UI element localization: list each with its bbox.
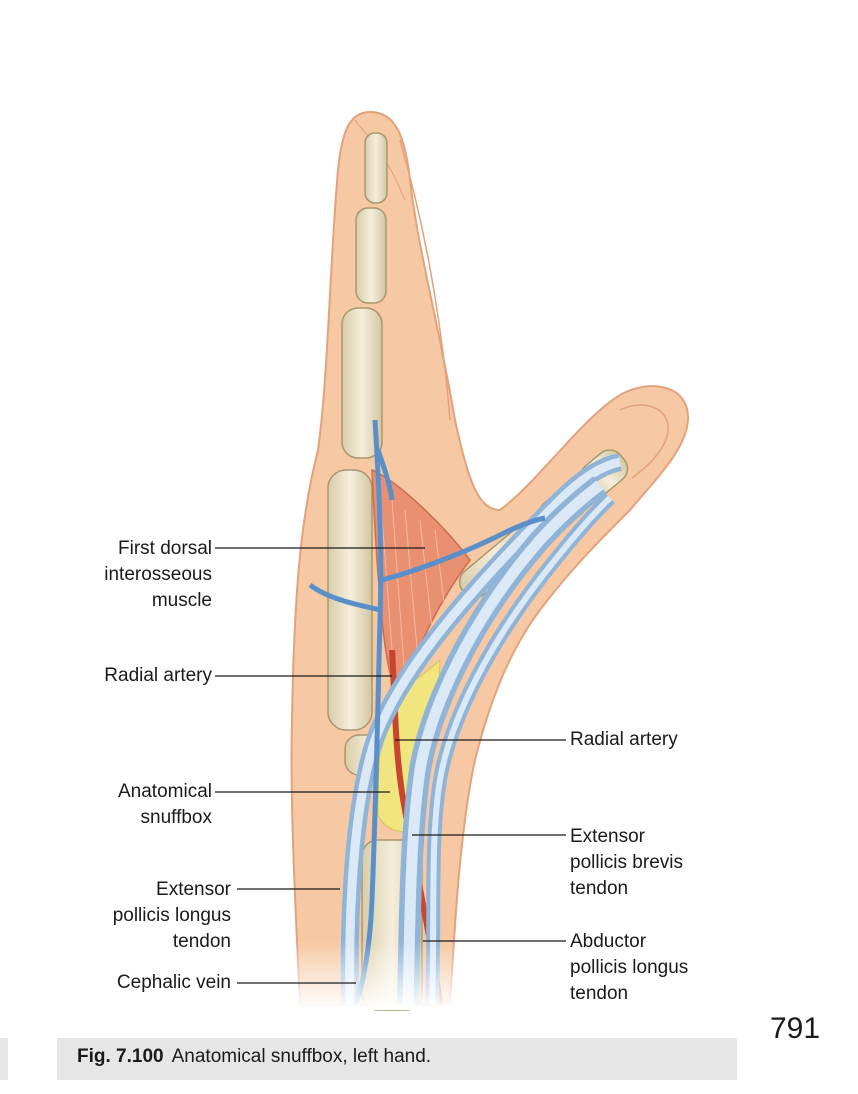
label-cephalic-vein: Cephalic vein: [116, 972, 231, 993]
figure-caption-text: Anatomical snuffbox, left hand.: [171, 1046, 432, 1067]
leader-lines: [215, 547, 566, 984]
page-number: 791: [770, 1012, 821, 1045]
label-extensor-pollicis-longus-tendon: Extensor pollicis longus tendon: [112, 879, 231, 952]
label-extensor-pollicis-brevis-tendon: Extensor pollicis brevis tendon: [570, 826, 683, 899]
tendons: [340, 453, 623, 1006]
label-first-dorsal-interosseous-muscle: First dorsal interosseous muscle: [104, 538, 212, 611]
label-abductor-pollicis-longus-tendon: Abductor pollicis longus tendon: [570, 931, 689, 1004]
caption-bar: [57, 1038, 737, 1080]
figure-caption: Fig. 7.100 Anatomical snuffbox, left hand…: [77, 1046, 431, 1068]
margin-tab: [0, 1038, 8, 1080]
bottom-fade: [280, 940, 500, 1010]
figure-number: Fig. 7.100: [77, 1046, 164, 1067]
label-anatomical-snuffbox: Anatomical snuffbox: [118, 781, 212, 828]
label-radial-artery-right: Radial artery: [570, 729, 678, 750]
label-radial-artery-left: Radial artery: [104, 665, 212, 686]
